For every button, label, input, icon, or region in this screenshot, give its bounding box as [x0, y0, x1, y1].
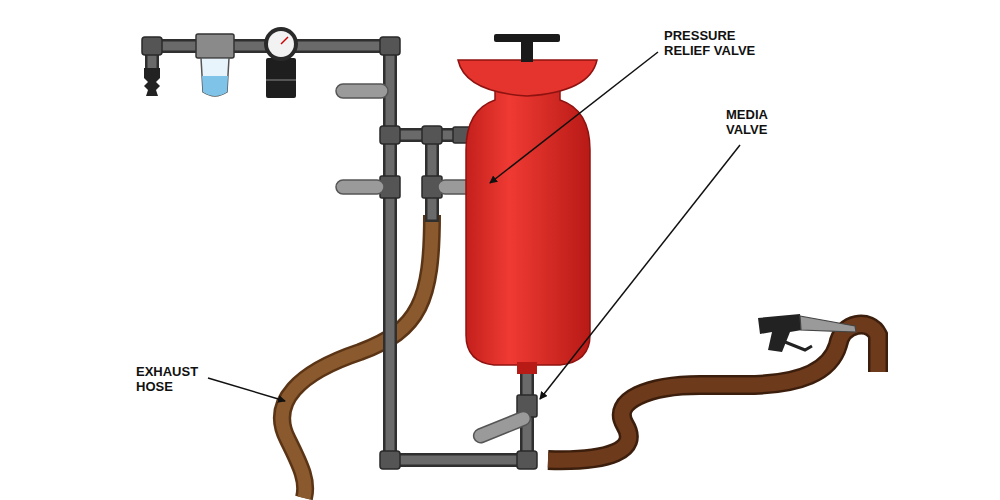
leader-line	[208, 378, 285, 401]
callout-label: MEDIA VALVE	[726, 107, 786, 137]
leader-line	[490, 52, 658, 183]
callout-label: PRESSURE RELIEF VALVE	[664, 28, 764, 58]
callout-label: EXHAUST HOSE	[136, 364, 208, 394]
leader-line	[540, 145, 740, 399]
